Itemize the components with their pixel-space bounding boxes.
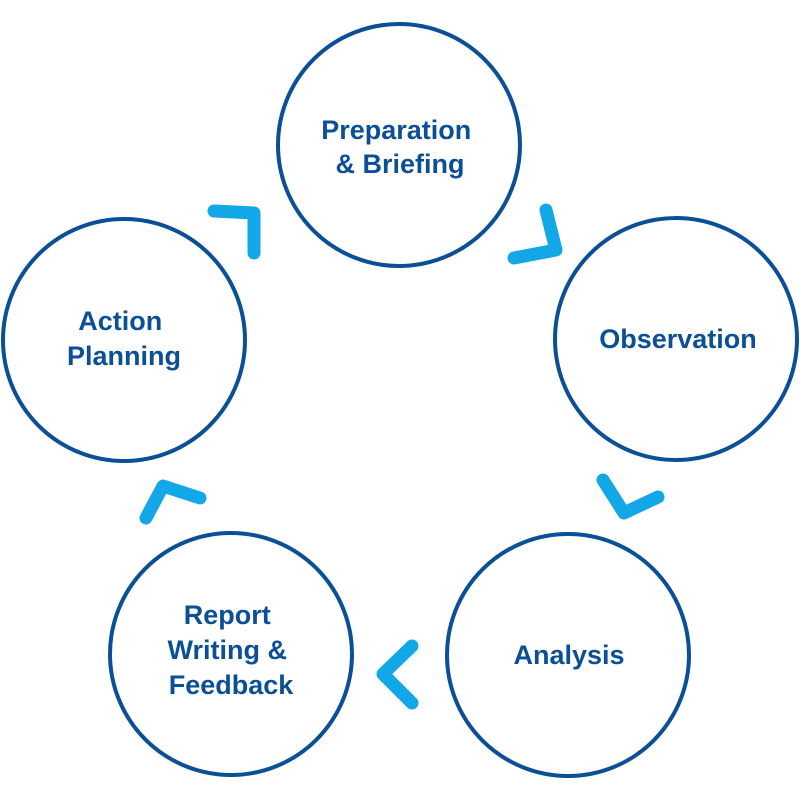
step-label: Report Writing & Feedback — [168, 600, 295, 700]
chevron-icon — [207, 204, 261, 260]
step-label: Preparation & Briefing — [321, 115, 479, 179]
step-label-line: Planning — [67, 341, 181, 371]
step-label-line: Preparation — [321, 115, 471, 145]
step-label-line: Observation — [599, 324, 757, 354]
step-report: Report Writing & Feedback — [108, 531, 354, 777]
step-label-line: Analysis — [513, 640, 624, 670]
step-label-line: Action — [78, 306, 162, 336]
step-label: Action Planning — [67, 306, 181, 371]
step-label-line: Writing & — [168, 635, 287, 665]
chevron-icon — [596, 473, 665, 520]
step-circle — [1, 217, 247, 463]
chevron-icon — [376, 639, 419, 710]
step-label: Observation — [599, 324, 757, 354]
step-label: Analysis — [513, 640, 624, 670]
step-analysis: Analysis — [445, 532, 691, 778]
chevron-icon — [139, 479, 207, 525]
step-label-line: & Briefing — [335, 149, 464, 179]
step-circle — [276, 22, 522, 268]
step-preparation: Preparation & Briefing — [276, 22, 522, 268]
chevron-icon — [507, 203, 563, 265]
step-circle — [445, 532, 691, 778]
step-action: Action Planning — [1, 217, 247, 463]
step-circle — [553, 216, 799, 462]
step-label-line: Report — [184, 600, 271, 630]
step-circle — [108, 531, 354, 777]
step-observation: Observation — [553, 216, 799, 462]
step-label-line: Feedback — [169, 670, 295, 700]
